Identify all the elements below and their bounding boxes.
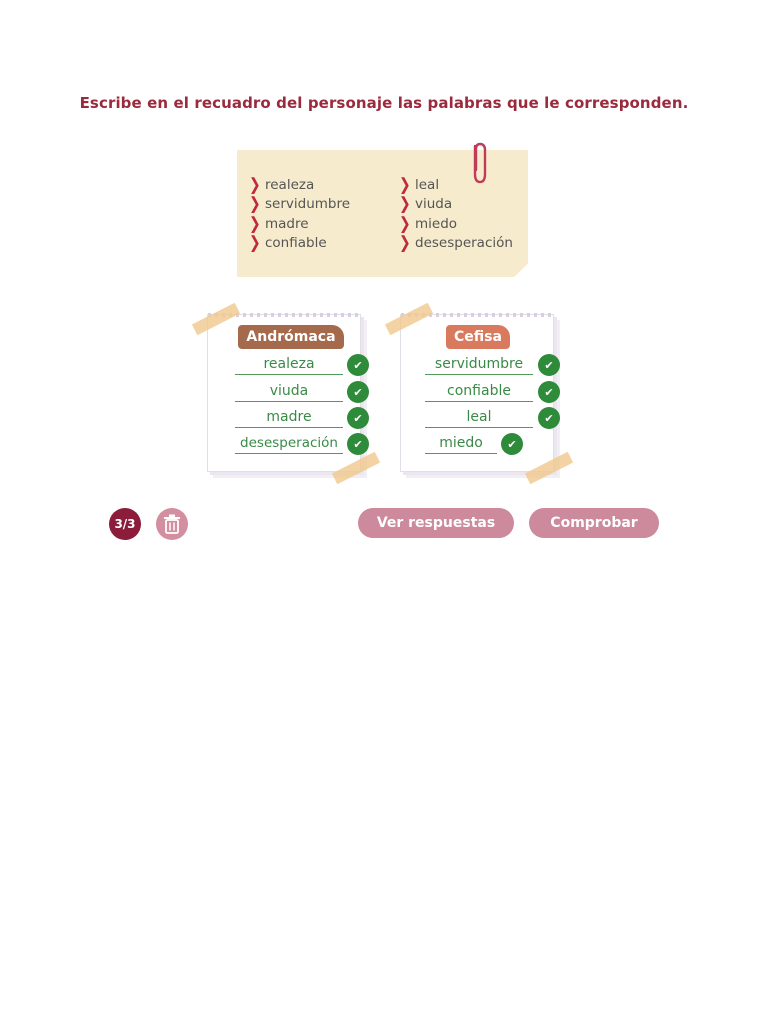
character-card-cefisa: Cefisa servidumbre ✔ confiable ✔ leal ✔ … xyxy=(400,313,560,472)
word-bank-item[interactable]: ❯confiable xyxy=(249,233,327,253)
paperclip-icon xyxy=(473,142,487,184)
answer-field[interactable]: realeza xyxy=(235,355,343,375)
word-bank: ❯realeza ❯servidumbre ❯madre ❯confiable … xyxy=(237,142,528,277)
word-bank-column-1: ❯realeza ❯servidumbre ❯madre ❯confiable xyxy=(249,175,350,253)
check-button[interactable]: Comprobar xyxy=(529,508,659,538)
answer-field[interactable]: leal xyxy=(425,408,533,428)
card-title: Andrómaca xyxy=(238,325,344,349)
word-bank-item[interactable]: ❯leal xyxy=(399,175,440,195)
word-bank-item[interactable]: ❯miedo xyxy=(399,214,458,234)
check-icon: ✔ xyxy=(347,407,369,429)
chevron-right-icon: ❯ xyxy=(249,233,261,253)
word-bank-item[interactable]: ❯desesperación xyxy=(399,233,513,253)
card-spiral-edge xyxy=(401,313,553,317)
word-bank-column-2: ❯leal ❯viuda ❯miedo ❯desesperación xyxy=(399,175,513,253)
trash-icon xyxy=(164,514,180,534)
answer-field[interactable]: viuda xyxy=(235,382,343,402)
check-icon: ✔ xyxy=(347,433,369,455)
answer-field[interactable]: desesperación xyxy=(235,434,343,454)
chevron-right-icon: ❯ xyxy=(399,233,411,253)
word-bank-item[interactable]: ❯realeza xyxy=(249,175,315,195)
clear-button[interactable] xyxy=(156,508,188,540)
check-icon: ✔ xyxy=(538,381,560,403)
chevron-right-icon: ❯ xyxy=(249,175,261,195)
chevron-right-icon: ❯ xyxy=(399,175,411,195)
chevron-right-icon: ❯ xyxy=(399,194,411,214)
word-bank-item[interactable]: ❯viuda xyxy=(399,194,453,214)
show-answers-button[interactable]: Ver respuestas xyxy=(358,508,514,538)
check-icon: ✔ xyxy=(538,354,560,376)
word-bank-item[interactable]: ❯servidumbre xyxy=(249,194,351,214)
card-spiral-edge xyxy=(208,313,360,317)
check-icon: ✔ xyxy=(538,407,560,429)
check-icon: ✔ xyxy=(347,354,369,376)
card-title: Cefisa xyxy=(446,325,510,349)
character-card-andromaca: Andrómaca realeza ✔ viuda ✔ madre ✔ dese… xyxy=(207,313,369,472)
progress-counter: 3/3 xyxy=(109,508,141,540)
chevron-right-icon: ❯ xyxy=(249,214,261,234)
instruction-text: Escribe en el recuadro del personaje las… xyxy=(79,94,689,112)
chevron-right-icon: ❯ xyxy=(249,194,261,214)
chevron-right-icon: ❯ xyxy=(399,214,411,234)
answer-field[interactable]: madre xyxy=(235,408,343,428)
answer-field[interactable]: miedo xyxy=(425,434,497,454)
answer-field[interactable]: confiable xyxy=(425,382,533,402)
answer-field[interactable]: servidumbre xyxy=(425,355,533,375)
check-icon: ✔ xyxy=(347,381,369,403)
word-bank-item[interactable]: ❯madre xyxy=(249,214,309,234)
check-icon: ✔ xyxy=(501,433,523,455)
